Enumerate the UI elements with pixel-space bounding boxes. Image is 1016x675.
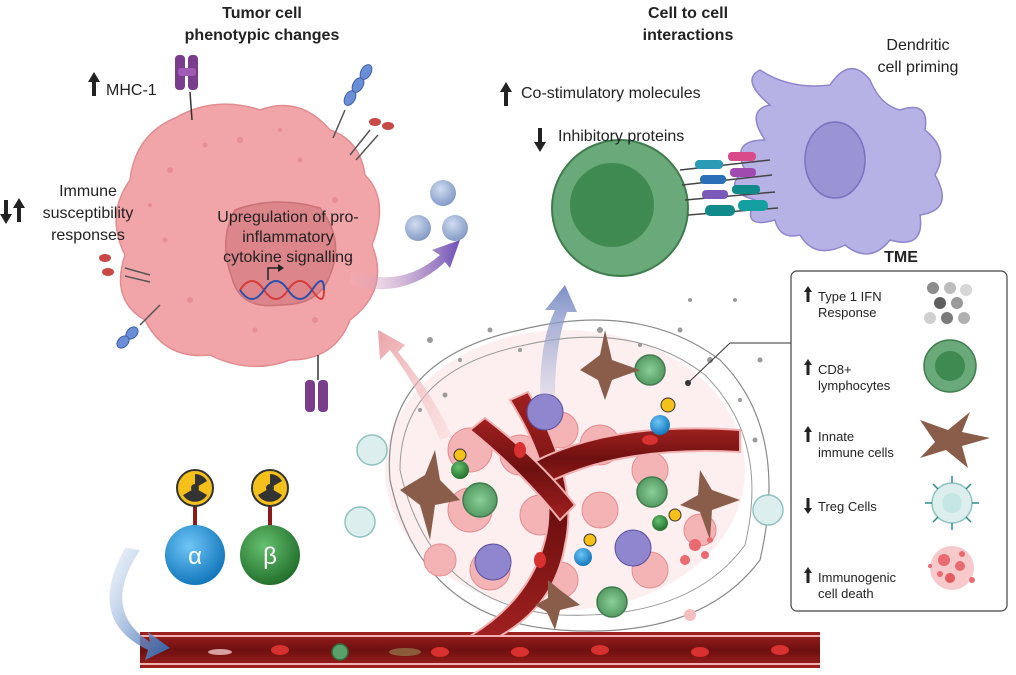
upregulation-label-line2: inflammatory [242,229,334,246]
treg-cell-icon [925,476,979,530]
legend-arrows [804,286,812,583]
cd8-tcell [551,139,689,277]
dendritic-label-line2: cell priming [878,59,959,76]
cd8-cells-tme [462,354,668,618]
tme-item-1-line1: Type 1 IFN [818,289,882,304]
tme-item-3-line2: immune cells [818,445,894,460]
inhib-down-arrow-icon [534,128,546,152]
dna-icon [239,280,325,300]
tme-item-2-line2: lymphocytes [818,378,891,393]
tme-item-2-line1: CD8+ [818,362,852,377]
alpha-label: α [188,543,202,570]
immune-label-line1: Immune [59,183,117,200]
mhc-label: MHC-1 [106,82,157,99]
receptor-ligand-pairs [679,152,779,216]
blood-vessel [140,390,820,668]
costim-up-arrow-icon [500,82,512,106]
cd8-lymphocyte-icon [923,339,977,393]
red-receptor-left [99,254,151,283]
immunogenic-death-tme [680,537,713,621]
small-particles [451,397,682,566]
treg-cells-tme [344,434,784,538]
dendritic-cells-tme [474,393,652,581]
blue-arrow [540,285,577,395]
immune-up-arrow-icon [13,198,25,222]
blue-receptor-top [332,64,373,139]
red-receptor-right [349,118,394,161]
tme-item-5-line2: cell death [818,586,874,601]
tme-item-3-line1: Innate [818,429,854,444]
label-arrows [0,72,546,224]
innate-cells-tme [400,330,740,630]
interactions-section-title-line1: Cell to cell [648,5,728,22]
arrow-up-icon [804,426,812,442]
cytokine-spheres [405,180,468,241]
inhibitory-label: Inhibitory proteins [558,128,684,145]
mhc-up-arrow-icon [88,72,100,96]
arrow-up-icon [804,359,812,375]
cytokine-arrow [350,240,460,290]
tme-pointer-line [688,342,731,383]
arrow-up-icon [804,567,812,583]
tumor-cell [115,103,381,368]
tumor-section-title-line1: Tumor cell [222,5,302,22]
entry-arrow [109,548,170,660]
costimulatory-label: Co-stimulatory molecules [521,85,701,102]
innate-immune-cell-icon [920,412,990,468]
tme-title: TME [884,249,918,266]
alpha-particle: α [165,469,225,585]
dendritic-cell [733,68,943,255]
immune-label-line2: susceptibility [43,205,134,222]
upregulation-label-line1: Upregulation of pro- [217,209,358,226]
ifn-icon [924,282,972,324]
pink-arrow [378,330,452,440]
immunogenic-cell-death-icon [928,546,975,590]
interactions-section-title-line2: interactions [643,27,734,44]
arrow-down-icon [804,498,812,514]
tme-item-1-line2: Response [818,305,877,320]
mhc-receptor-bottom [305,355,328,412]
tumor-section-title-line2: phenotypic changes [185,27,340,44]
beta-label: β [263,543,277,570]
beta-particle: β [240,469,300,585]
mhc-receptor-top [175,55,198,121]
upregulation-label-line3: cytokine signalling [223,249,353,266]
tme-item-5-line1: Immunogenic [818,570,897,585]
tme-item-4-line1: Treg Cells [818,499,877,514]
immune-label-line3: responses [51,227,125,244]
arrow-up-icon [804,286,812,302]
immune-down-arrow-icon [0,200,12,224]
blue-receptor-left [116,304,161,349]
dendritic-label-line1: Dendritic [886,37,949,54]
